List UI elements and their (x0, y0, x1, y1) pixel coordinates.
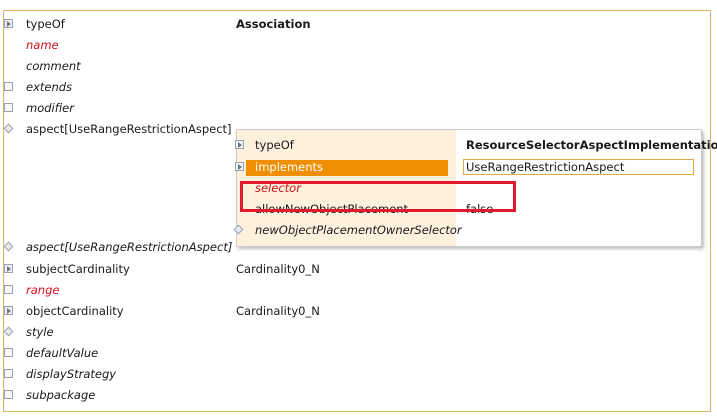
property-label: subpackage (26, 388, 96, 402)
annotation-highlight-box (240, 181, 516, 212)
property-label: typeOf (255, 138, 294, 152)
property-value[interactable]: ResourceSelectorAspectImplementation (466, 138, 717, 152)
property-label: style (26, 325, 54, 339)
expand-icon[interactable] (4, 306, 13, 315)
property-label: range (26, 283, 60, 297)
property-label: selector (255, 181, 301, 195)
implements-value-box[interactable] (463, 159, 694, 175)
selection-highlight (246, 160, 448, 176)
property-label: defaultValue (26, 346, 99, 360)
property-label: newObjectPlacementOwnerSelector (255, 223, 462, 237)
expand-icon[interactable] (4, 19, 13, 28)
square-icon[interactable] (4, 103, 13, 112)
property-value[interactable]: UseRangeRestrictionAspect (466, 160, 625, 174)
expand-icon[interactable] (235, 140, 244, 149)
square-icon[interactable] (4, 348, 13, 357)
property-label: subjectCardinality (26, 262, 130, 276)
property-value[interactable]: Association (236, 17, 311, 31)
property-label: objectCardinality (26, 304, 124, 318)
property-label: typeOf (26, 17, 65, 31)
property-label: name (26, 38, 59, 52)
diamond-icon[interactable] (3, 241, 14, 252)
property-label: aspect[UseRangeRestrictionAspect] (26, 240, 233, 254)
expand-icon[interactable] (4, 264, 13, 273)
property-label: extends (26, 80, 73, 94)
diamond-icon[interactable] (3, 123, 14, 134)
diamond-icon[interactable] (3, 326, 14, 337)
property-value[interactable]: Cardinality0_N (236, 304, 320, 318)
property-label: comment (26, 59, 81, 73)
property-label: aspect[UseRangeRestrictionAspect] (26, 122, 232, 136)
property-value[interactable]: Cardinality0_N (236, 262, 320, 276)
popup-label-pane (237, 130, 456, 246)
square-icon[interactable] (4, 285, 13, 294)
square-icon[interactable] (4, 82, 13, 91)
property-label: displayStrategy (26, 367, 117, 381)
property-panel: typeOf Association name comment extends … (3, 10, 717, 412)
aspect-popup: typeOf ResourceSelectorAspectImplementat… (233, 129, 717, 247)
property-label: modifier (26, 101, 74, 115)
square-icon[interactable] (4, 390, 13, 399)
expand-icon[interactable] (235, 162, 244, 171)
square-icon[interactable] (4, 369, 13, 378)
property-label: implements (255, 160, 324, 174)
